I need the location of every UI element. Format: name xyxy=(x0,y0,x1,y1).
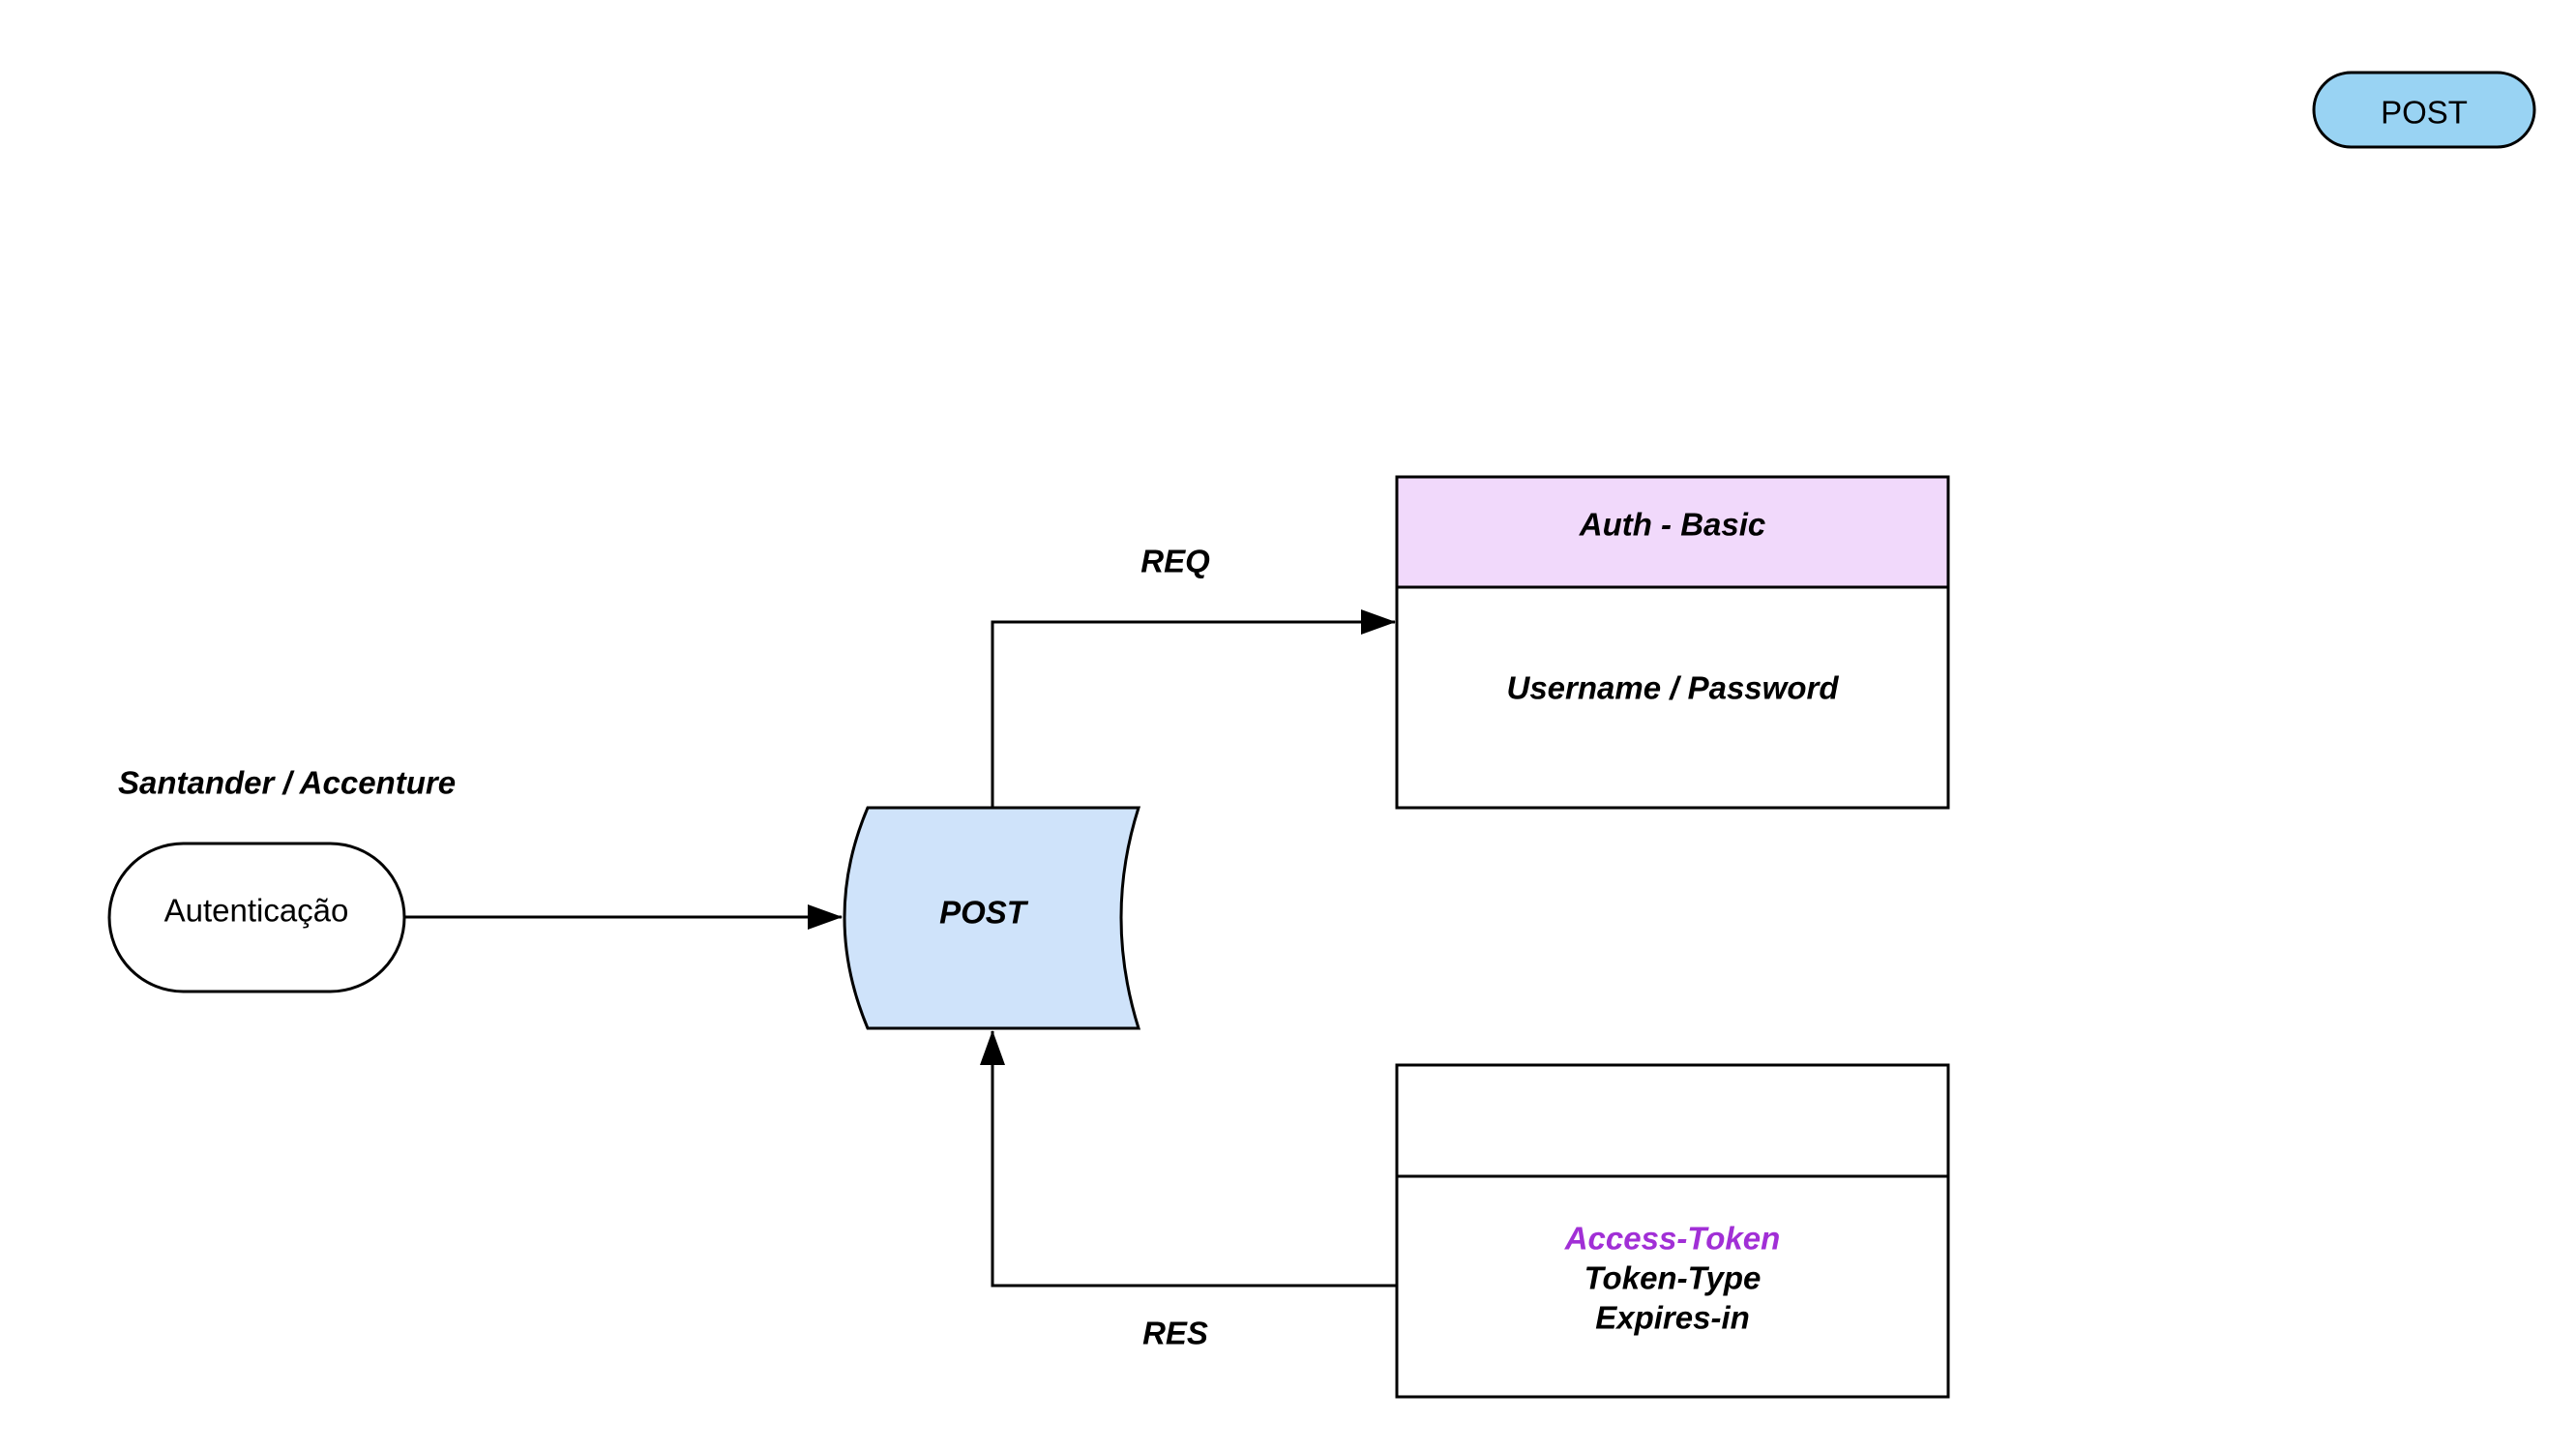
response-field-token-type: Token-Type xyxy=(1584,1260,1762,1296)
endpoint-node-label: POST xyxy=(939,895,1029,931)
legend-post-badge-shape xyxy=(2312,71,2536,149)
request-box-header-label: Auth - Basic xyxy=(1579,507,1766,543)
response-box-body xyxy=(1395,1174,1950,1399)
response-box: Access-Token Token-Type Expires-in xyxy=(1395,1063,1950,1399)
connector-response xyxy=(980,1030,1397,1288)
request-label: REQ xyxy=(1140,544,1210,579)
request-box-body-label: Username / Password xyxy=(1507,670,1840,706)
legend-post-badge: POST xyxy=(2312,71,2536,149)
endpoint-node: POST xyxy=(843,806,1141,1030)
request-box-body xyxy=(1395,585,1950,810)
response-field-access-token: Access-Token xyxy=(1564,1221,1781,1257)
client-caption: Santander / Accenture xyxy=(118,765,456,801)
response-box-header xyxy=(1395,1063,1950,1178)
connector-request xyxy=(991,609,1396,808)
start-node-label: Autenticação xyxy=(164,893,349,929)
request-box: Auth - Basic Username / Password xyxy=(1395,475,1950,810)
legend-post-badge-label: POST xyxy=(2381,95,2468,131)
response-label: RES xyxy=(1142,1316,1208,1351)
start-node: Autenticação xyxy=(107,842,406,993)
endpoint-node-shape xyxy=(843,806,1141,1030)
response-field-expires-in: Expires-in xyxy=(1595,1300,1750,1336)
